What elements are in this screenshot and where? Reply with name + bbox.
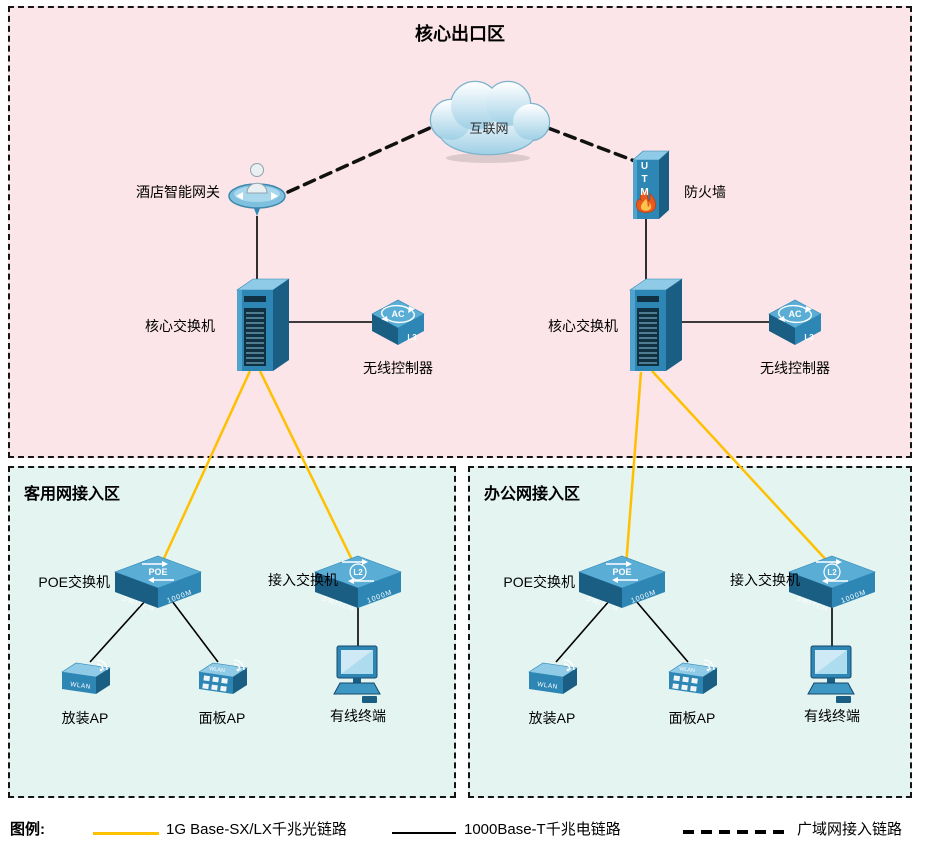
core-zone: 核心出口区 <box>8 6 912 458</box>
panel-ap-icon: WLAN <box>668 659 718 694</box>
fiber-link-label: 1G Base-SX/LX千兆光链路 <box>166 821 347 838</box>
wan-link-swatch <box>683 830 785 834</box>
copper-link-label: 1000Base-T千兆电链路 <box>464 821 621 838</box>
node-guest-poe-switch: POE SWITCH 1000M <box>112 553 204 611</box>
legend-title: 图例: <box>10 821 45 838</box>
core-switch-right-label: 核心交换机 <box>548 318 618 334</box>
wan-link-label: 广域网接入链路 <box>797 821 903 838</box>
office-ceiling-ap-label: 放装AP <box>528 710 576 726</box>
node-core-switch-left <box>229 276 293 376</box>
wlan-label: WLAN <box>70 681 92 691</box>
wlan-label: WLAN <box>209 666 226 674</box>
cloud-icon: 互联网 <box>429 80 551 163</box>
guest-access-switch-label: 接入交换机 <box>268 572 338 588</box>
node-office-terminal <box>806 644 858 706</box>
core-switch-icon <box>629 278 683 371</box>
node-gateway <box>226 156 288 218</box>
wired-terminal-icon <box>333 645 381 703</box>
node-core-switch-right <box>622 276 686 376</box>
node-office-ceiling-ap: WLAN <box>523 658 581 700</box>
node-internet: 互联网 <box>413 70 568 165</box>
copper-link-swatch <box>392 832 456 834</box>
poe-label: POE <box>612 567 631 577</box>
node-guest-panel-ap: WLAN <box>193 658 251 700</box>
ceiling-ap-icon: WLAN <box>61 659 111 694</box>
legend: 图例: 1G Base-SX/LX千兆光链路 1000Base-T千兆电链路 广… <box>0 812 926 842</box>
ceiling-ap-icon: WLAN <box>528 659 578 694</box>
node-office-panel-ap: WLAN <box>663 658 721 700</box>
office-panel-ap-label: 面板AP <box>668 710 716 726</box>
firewall-label: 防火墙 <box>684 184 726 200</box>
l3-label: L3 <box>804 333 814 342</box>
gateway-icon <box>228 163 286 216</box>
guest-poe-switch-label: POE交换机 <box>38 574 110 590</box>
utm-label: UTM <box>639 161 650 200</box>
l2-switch-icon: L2 SWITCH 1000M <box>314 555 402 611</box>
node-office-access-switch: L2 SWITCH 1000M <box>786 553 878 611</box>
wlc-left-label: 无线控制器 <box>363 360 433 376</box>
firewall-icon <box>632 150 670 219</box>
wired-terminal-icon <box>807 645 855 703</box>
node-guest-ceiling-ap: WLAN <box>56 658 114 700</box>
l2-label: L2 <box>827 568 837 577</box>
wireless-controller-icon: AC L3 <box>768 299 822 345</box>
guest-panel-ap-label: 面板AP <box>198 710 246 726</box>
office-terminal-label: 有线终端 <box>804 708 860 724</box>
gateway-label: 酒店智能网关 <box>136 184 220 200</box>
node-guest-terminal <box>332 644 384 706</box>
guest-zone: 客用网接入区 <box>8 466 456 798</box>
office-zone-title: 办公网接入区 <box>484 486 581 503</box>
office-poe-switch-label: POE交换机 <box>503 574 575 590</box>
poe-switch-icon: POE SWITCH 1000M <box>114 555 202 611</box>
node-wlc-right: AC L3 <box>761 296 829 348</box>
wlan-label: WLAN <box>679 666 696 674</box>
core-zone-title: 核心出口区 <box>415 24 505 44</box>
wireless-controller-icon: AC L3 <box>371 299 425 345</box>
l3-label: L3 <box>407 333 417 342</box>
ac-label: AC <box>789 309 802 319</box>
node-office-poe-switch: POE SWITCH 1000M <box>576 553 668 611</box>
l2-switch-icon: L2 SWITCH 1000M <box>788 555 876 611</box>
wlan-label: WLAN <box>537 681 559 691</box>
ac-label: AC <box>392 309 405 319</box>
guest-terminal-label: 有线终端 <box>330 708 386 724</box>
internet-label: 互联网 <box>469 121 508 136</box>
node-firewall <box>628 148 672 224</box>
wlc-right-label: 无线控制器 <box>760 360 830 376</box>
poe-switch-icon: POE SWITCH 1000M <box>578 555 666 611</box>
office-zone: 办公网接入区 <box>468 466 912 798</box>
guest-ceiling-ap-label: 放装AP <box>61 710 109 726</box>
poe-label: POE <box>148 567 167 577</box>
l2-label: L2 <box>353 568 363 577</box>
guest-zone-title: 客用网接入区 <box>24 486 121 503</box>
panel-ap-icon: WLAN <box>198 659 248 694</box>
fiber-link-swatch <box>93 832 159 835</box>
node-wlc-left: AC L3 <box>364 296 432 348</box>
core-switch-left-label: 核心交换机 <box>145 318 215 334</box>
core-switch-icon <box>236 278 290 371</box>
office-access-switch-label: 接入交换机 <box>730 572 800 588</box>
node-guest-access-switch: L2 SWITCH 1000M <box>312 553 404 611</box>
